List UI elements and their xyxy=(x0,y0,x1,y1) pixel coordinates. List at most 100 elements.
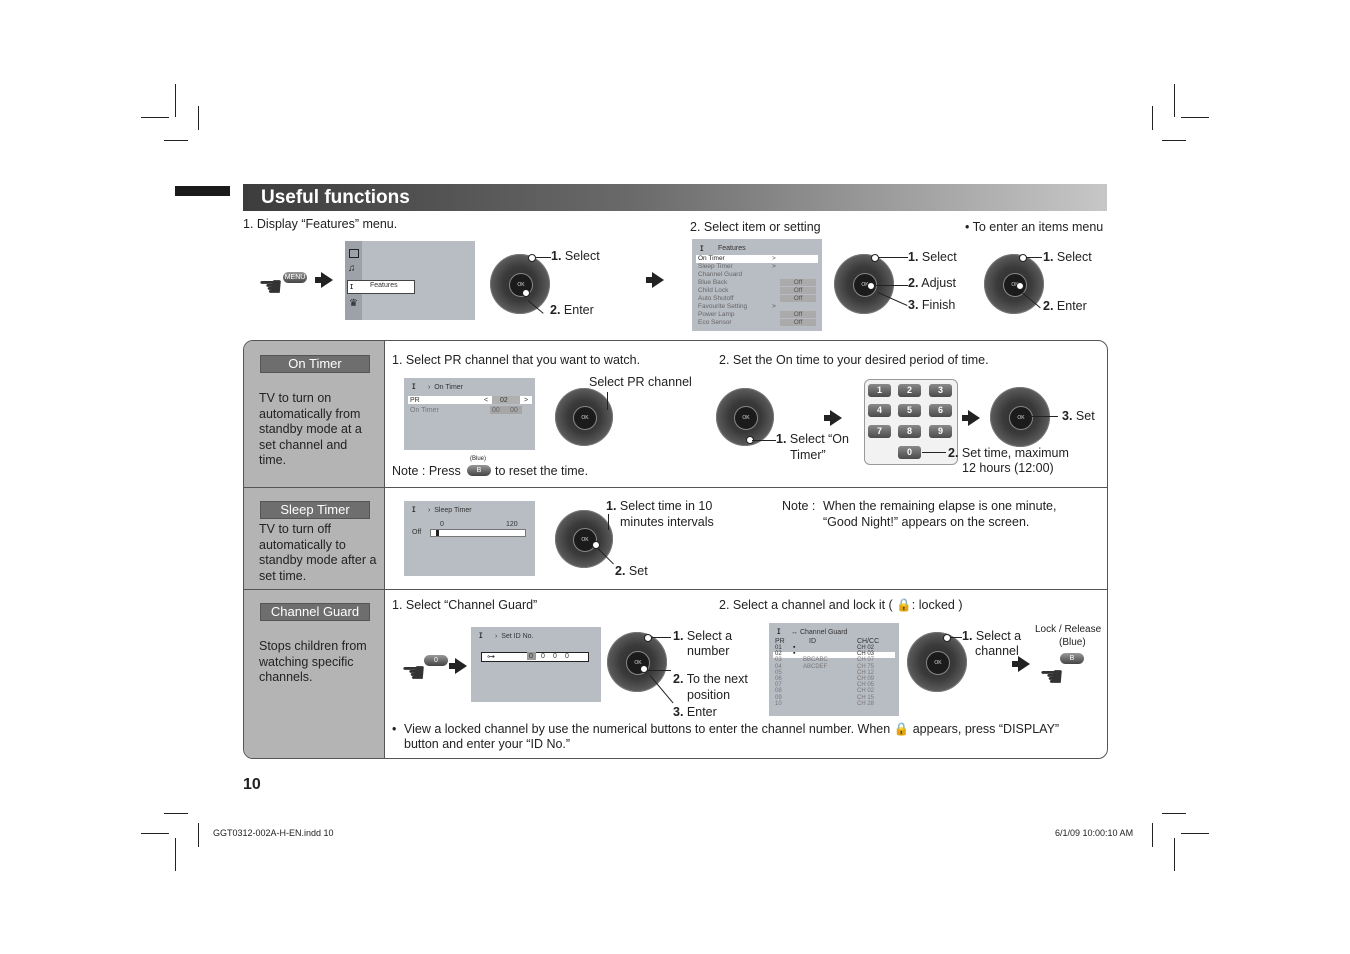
key-1: 1 xyxy=(868,384,891,397)
key-0: 0 xyxy=(898,446,921,459)
on-timer-screen: ɪ › On Timer PR < 02 > On Timer 00 00 xyxy=(404,378,535,450)
crop-mark xyxy=(175,838,176,871)
tv-icon xyxy=(349,249,359,258)
functions-panel: On Timer TV to turn on automatically fro… xyxy=(243,340,1108,759)
menu-key: MENU xyxy=(283,272,307,283)
remote-dial: OK xyxy=(555,388,613,446)
remote-dial: OK xyxy=(834,254,894,314)
crop-mark xyxy=(198,106,199,130)
arrow-icon xyxy=(646,272,664,288)
blue-b-key: B xyxy=(467,465,491,476)
crop-mark xyxy=(1181,833,1209,834)
enter-items-label: • To enter an items menu xyxy=(965,220,1104,234)
features-icon: ɪ xyxy=(412,381,416,392)
key-icon: ⊶ xyxy=(487,652,495,661)
slider-knob xyxy=(436,530,439,536)
sleep-timer-label: Sleep Timer xyxy=(260,501,370,519)
arrow-icon xyxy=(449,658,467,674)
hand-icon: ☚ xyxy=(401,657,427,688)
key-5: 5 xyxy=(898,404,921,417)
remote-dial: OK xyxy=(990,387,1050,447)
page-number: 10 xyxy=(243,776,261,793)
lock-icon: ▪ xyxy=(793,644,796,651)
crop-mark xyxy=(164,813,188,814)
crop-mark xyxy=(1174,84,1175,117)
crop-mark xyxy=(164,140,188,141)
remote-dial: OK xyxy=(907,632,967,692)
crop-mark xyxy=(1181,117,1209,118)
crop-mark xyxy=(1162,813,1186,814)
remote-dial: OK xyxy=(490,254,550,314)
sleep-slider xyxy=(430,529,526,537)
crop-mark xyxy=(141,833,169,834)
remote-dial: OK xyxy=(984,254,1044,314)
crop-mark xyxy=(198,823,199,847)
on-timer-desc: TV to turn on automatically from standby… xyxy=(259,391,362,467)
crop-mark xyxy=(175,84,176,117)
remote-dial: OK xyxy=(555,510,613,568)
crop-mark xyxy=(1152,823,1153,847)
lock-icon: 🔒 xyxy=(896,598,912,612)
key-4: 4 xyxy=(868,404,891,417)
features-icon: ɪ xyxy=(350,281,354,291)
features-menu-item: Channel Guard xyxy=(698,271,743,278)
print-date: 6/1/09 10:00:10 AM xyxy=(1055,828,1134,838)
features-icon: ɪ xyxy=(479,630,483,641)
key-6: 6 xyxy=(929,404,952,417)
features-icon: ɪ xyxy=(777,626,781,637)
features-icon: ɪ xyxy=(700,243,704,254)
on-timer-step1: 1. Select PR channel that you want to wa… xyxy=(392,353,641,367)
file-slug: GGT0312-002A-H-EN.indd 10 xyxy=(213,828,334,838)
select-pr-label: Select PR channel xyxy=(589,375,692,389)
remote-dial: OK xyxy=(607,632,667,692)
features-icon: ɪ xyxy=(412,504,416,515)
crop-mark xyxy=(141,117,169,118)
features-menu-screen: ɪ Features On Timer>Sleep Timer>Channel … xyxy=(692,239,822,331)
page-title: Useful functions xyxy=(261,187,410,208)
arrow-icon xyxy=(315,272,333,288)
key-7: 7 xyxy=(868,425,891,438)
remote-dial: OK xyxy=(716,388,774,446)
features-menu-item: Favourite Setting> xyxy=(698,303,776,310)
sleep-timer-desc: TV to turn off automatically to standby … xyxy=(259,522,377,583)
crop-mark xyxy=(1152,106,1153,130)
key-2: 2 xyxy=(898,384,921,397)
step2-label: 2. Select item or setting xyxy=(690,220,821,234)
crop-mark xyxy=(1162,140,1186,141)
arrow-icon xyxy=(824,410,842,426)
title-bar: Useful functions xyxy=(243,184,1107,211)
features-menu-item: On Timer> xyxy=(696,255,818,263)
channel-guard-label: Channel Guard xyxy=(260,603,370,621)
hand-icon: ☚ xyxy=(258,271,284,302)
crop-mark xyxy=(1174,838,1175,871)
features-menu-item: Sleep Timer> xyxy=(698,263,776,270)
music-icon: ♫ xyxy=(348,263,356,274)
section-tab xyxy=(175,186,230,196)
sleep-timer-screen: ɪ › Sleep Timer 0 120 Off xyxy=(404,501,535,576)
lock-icon: 🔒 xyxy=(893,722,910,736)
key-3: 3 xyxy=(929,384,952,397)
hand-icon: ☚ xyxy=(1039,661,1065,692)
channel-guard-desc: Stops children from watching specific ch… xyxy=(259,639,367,684)
key-9: 9 xyxy=(929,425,952,438)
features-item: Features xyxy=(370,282,398,289)
blue-b-key: B xyxy=(1060,653,1084,664)
step1-label: 1. Display “Features” menu. xyxy=(243,217,398,231)
features-screen: ♫ ɪ Features ♛ xyxy=(345,241,475,320)
